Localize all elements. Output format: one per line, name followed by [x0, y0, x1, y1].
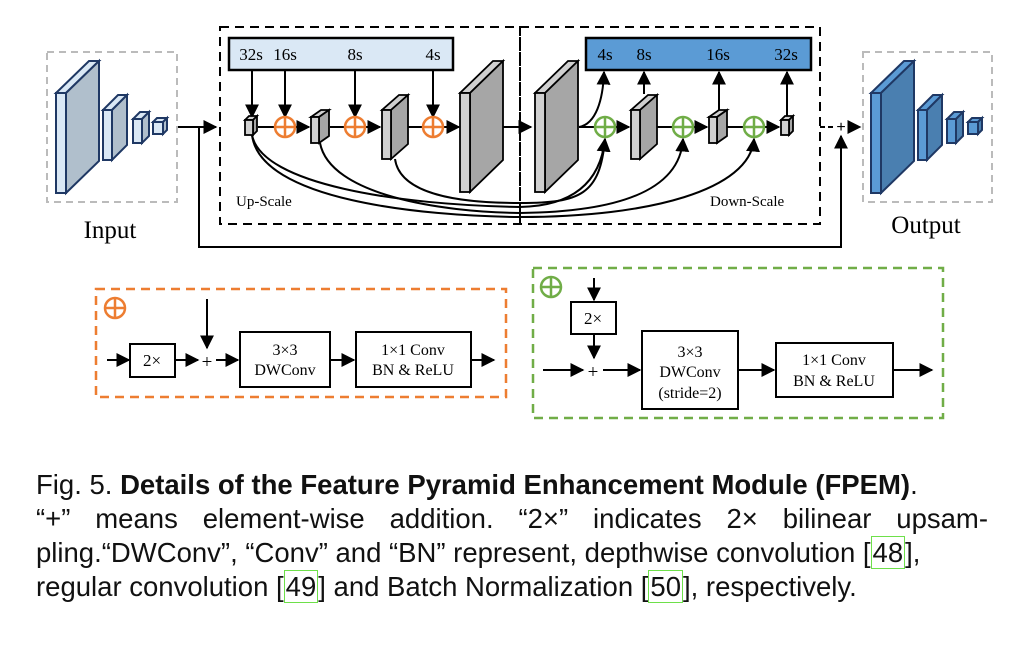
caption-line-4: regular convolution [49] and Batch Norma…: [36, 570, 857, 603]
up-feature-map-32s: [242, 113, 260, 138]
output-pyramid: [862, 51, 993, 203]
up-detail-conv-line1: 1×1 Conv: [381, 342, 445, 359]
up-feature-map-8s: [379, 93, 411, 161]
up-add-circle-1: [273, 115, 297, 139]
up-detail-plus: +: [202, 352, 213, 373]
figure-caption: Fig. 5. Details of the Feature Pyramid E…: [36, 468, 988, 604]
up-detail-dwconv-box: [239, 331, 331, 388]
down-detail-frame: [531, 266, 945, 420]
down-detail-upsample-label: 2×: [584, 309, 602, 328]
up-feature-map-4s: [457, 58, 506, 195]
up-scale-label-16s: 16s: [273, 45, 297, 64]
lateral-connection-16s: [319, 137, 690, 215]
up-add-circle-3: [421, 115, 445, 139]
down-scale-label-4s: 4s: [597, 45, 612, 64]
up-detail-conv-line2: BN & ReLU: [372, 362, 454, 379]
up-feature-map-16s: [308, 108, 332, 145]
citation-link-48[interactable]: 48: [870, 536, 906, 569]
up-detail-frame: [94, 287, 508, 399]
output-label: Output: [891, 212, 961, 239]
up-scale-bar: [227, 36, 455, 72]
caption-line-2: “+” means element-wise addition. “2×” in…: [36, 503, 988, 534]
up-scale-label: Up-Scale: [236, 194, 292, 210]
up-scale-label-4s: 4s: [425, 45, 440, 64]
input-feature-map-3: [130, 109, 152, 146]
up-enhancement-detail: 2× + 3×3 DWConv 1×1 Conv BN & ReLU: [94, 287, 508, 399]
down-add-circle-3: [742, 115, 766, 139]
down-detail-dwconv-box: [641, 330, 739, 410]
up-detail-upsample-label: 2×: [143, 351, 161, 370]
up-detail-add-icon: [103, 296, 127, 320]
down-feature-map-32s: [778, 113, 796, 138]
skip-connection: [198, 127, 848, 248]
output-feature-map-2: [915, 92, 945, 163]
input-dashed-frame: [46, 51, 178, 203]
down-feature-map-8s: [628, 93, 660, 161]
lateral-connection-32s: [251, 134, 611, 209]
output-feature-map-3: [944, 109, 966, 146]
fpem-diagram: Input 32s 16s 8s 4s: [46, 26, 993, 420]
down-detail-add-icon: [539, 275, 563, 299]
down-detail-conv-box: [775, 342, 894, 398]
down-scale-label: Down-Scale: [710, 194, 784, 210]
down-enhancement-detail: 2× + 3×3 DWConv (stride=2) 1×1 Conv BN &…: [531, 266, 945, 420]
down-detail-dwconv-line2: DWConv: [659, 364, 720, 381]
up-add-circle-2: [343, 115, 367, 139]
lateral-connection-8s: [394, 138, 606, 205]
down-scale-frame: [519, 26, 821, 225]
input-pyramid: [46, 51, 178, 203]
input-label: Input: [84, 217, 137, 244]
down-detail-plus: +: [588, 362, 599, 383]
down-detail-conv-line1: 1×1 Conv: [802, 352, 866, 369]
output-feature-map-4: [965, 115, 985, 137]
down-detail-dwconv-line1: 3×3: [677, 344, 702, 361]
caption-line-1: Fig. 5. Details of the Feature Pyramid E…: [36, 469, 918, 500]
input-feature-map-4: [150, 115, 170, 137]
down-arrow-4s: [578, 70, 611, 128]
up-detail-dwconv-line1: 3×3: [272, 342, 297, 359]
down-feature-map-16s: [706, 108, 730, 145]
caption-fig-number: Fig. 5.: [36, 469, 113, 500]
down-add-circle-2: [671, 115, 695, 139]
lateral-connection-to-32s: [251, 134, 760, 219]
down-feature-map-4s: [532, 58, 581, 195]
input-feature-map-1: [53, 58, 102, 196]
down-add-circle-1: [593, 115, 617, 139]
down-scale-label-32s: 32s: [774, 45, 798, 64]
up-scale-label-32s: 32s: [239, 45, 263, 64]
up-detail-conv-box: [355, 331, 472, 388]
up-detail-dwconv-line2: DWConv: [254, 362, 315, 379]
output-feature-map-1: [868, 58, 917, 196]
input-feature-map-2: [100, 92, 130, 163]
down-detail-conv-line2: BN & ReLU: [793, 373, 875, 390]
down-scale-bar: [584, 36, 813, 72]
citation-link-50[interactable]: 50: [648, 570, 684, 603]
down-scale-label-16s: 16s: [706, 45, 730, 64]
citation-link-49[interactable]: 49: [283, 570, 319, 603]
caption-title: Details of the Feature Pyramid Enhanceme…: [120, 469, 911, 500]
caption-line-3: pling.“DWConv”, “Conv” and “BN” represen…: [36, 536, 921, 569]
output-plus: +: [836, 119, 845, 136]
down-detail-dwconv-line3: (stride=2): [658, 385, 721, 402]
up-scale-label-8s: 8s: [347, 45, 362, 64]
down-scale-label-8s: 8s: [636, 45, 651, 64]
output-dashed-frame: [862, 51, 993, 203]
